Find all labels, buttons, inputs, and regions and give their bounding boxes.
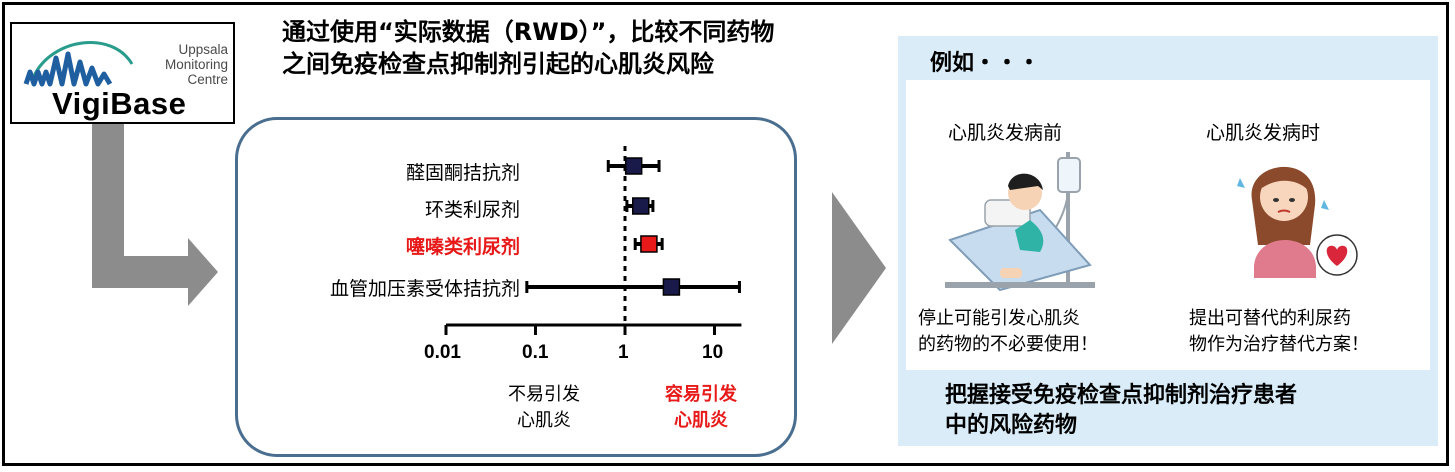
conclusion-line-2: 中的风险药物 <box>945 413 1078 438</box>
umc-org-name: Uppsala Monitoring Centre <box>140 42 228 87</box>
org-line-2: Monitoring <box>164 57 228 72</box>
vigibase-logo: Uppsala Monitoring Centre VigiBase <box>10 22 235 124</box>
sick-woman-icon <box>1237 166 1358 278</box>
drug-label-highlight: 噻嗪类利尿剂 <box>405 236 520 258</box>
during-text-line-2: 物作为治疗替代方案！ <box>1189 334 1369 355</box>
drug-label: 环类利尿剂 <box>424 199 520 221</box>
point-estimate-marker <box>640 235 658 253</box>
chevron-arrow-icon <box>832 192 886 344</box>
intro-text: 通过使用“实际数据（RWD）”，比较不同药物之间免疫检查点抑制剂引起的心肌炎风险 <box>282 18 775 78</box>
low-risk-label: 不易引发 心肌炎 <box>508 382 580 434</box>
x-tick-label: 0.1 <box>522 342 549 363</box>
point-estimate-marker <box>662 278 681 296</box>
conclusion-text: 把握接受免疫检查点抑制剂治疗患者 中的风险药物 <box>945 381 1297 441</box>
high-risk-label: 容易引发 心肌炎 <box>665 382 737 434</box>
x-tick-label: 0.01 <box>424 342 461 363</box>
x-tick-label: 1 <box>618 342 629 363</box>
x-tick-label: 10 <box>702 342 724 363</box>
conclusion-line-1: 把握接受免疫检查点抑制剂治疗患者 <box>945 383 1298 408</box>
example-title: 例如・・・ <box>930 51 1041 76</box>
during-text-line-1: 提出可替代的利尿药 <box>1189 308 1351 329</box>
before-text-line-2: 的药物的不必要使用！ <box>918 334 1098 355</box>
before-onset-text: 停止可能引发心肌炎 的药物的不必要使用！ <box>918 306 1098 358</box>
org-line-3: Centre <box>187 72 228 87</box>
during-onset-title: 心肌炎发病时 <box>1206 122 1321 144</box>
umc-logo-mark-icon <box>23 41 134 87</box>
vigibase-name: VigiBase <box>52 86 187 121</box>
high-risk-line-1: 容易引发 <box>665 384 737 405</box>
during-onset-text: 提出可替代的利尿药 物作为治疗替代方案！ <box>1189 306 1369 358</box>
point-estimate-marker <box>624 157 643 175</box>
l-arrow-icon <box>92 124 218 306</box>
point-estimate-marker <box>632 197 650 215</box>
drug-label: 血管加压素受体拮抗剂 <box>329 278 520 300</box>
low-risk-line-2: 心肌炎 <box>517 410 571 431</box>
drug-label: 醛固酮拮抗剂 <box>405 162 520 184</box>
high-risk-line-2: 心肌炎 <box>674 410 728 431</box>
low-risk-line-1: 不易引发 <box>508 384 580 405</box>
org-line-1: Uppsala <box>178 42 228 57</box>
patient-in-bed-icon <box>945 152 1095 292</box>
before-onset-title: 心肌炎发病前 <box>948 122 1063 144</box>
before-text-line-1: 停止可能引发心肌炎 <box>918 308 1080 329</box>
